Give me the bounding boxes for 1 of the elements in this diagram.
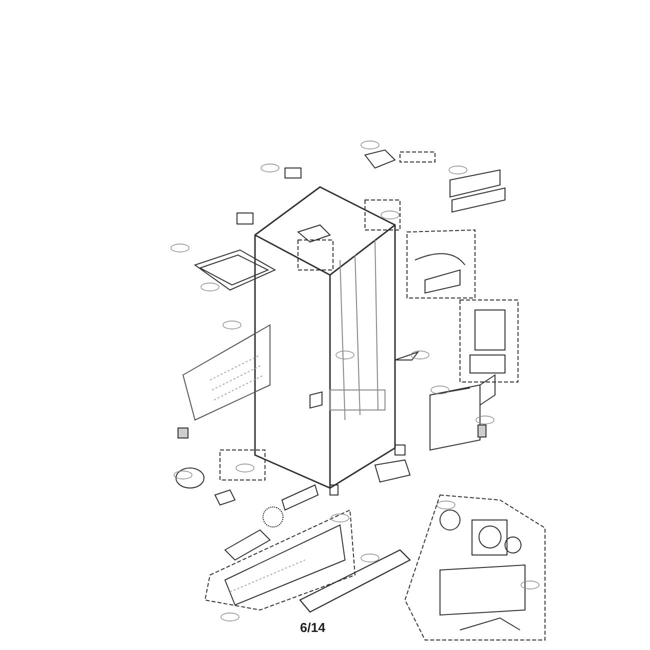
page-number: 6/14 [300, 620, 326, 635]
